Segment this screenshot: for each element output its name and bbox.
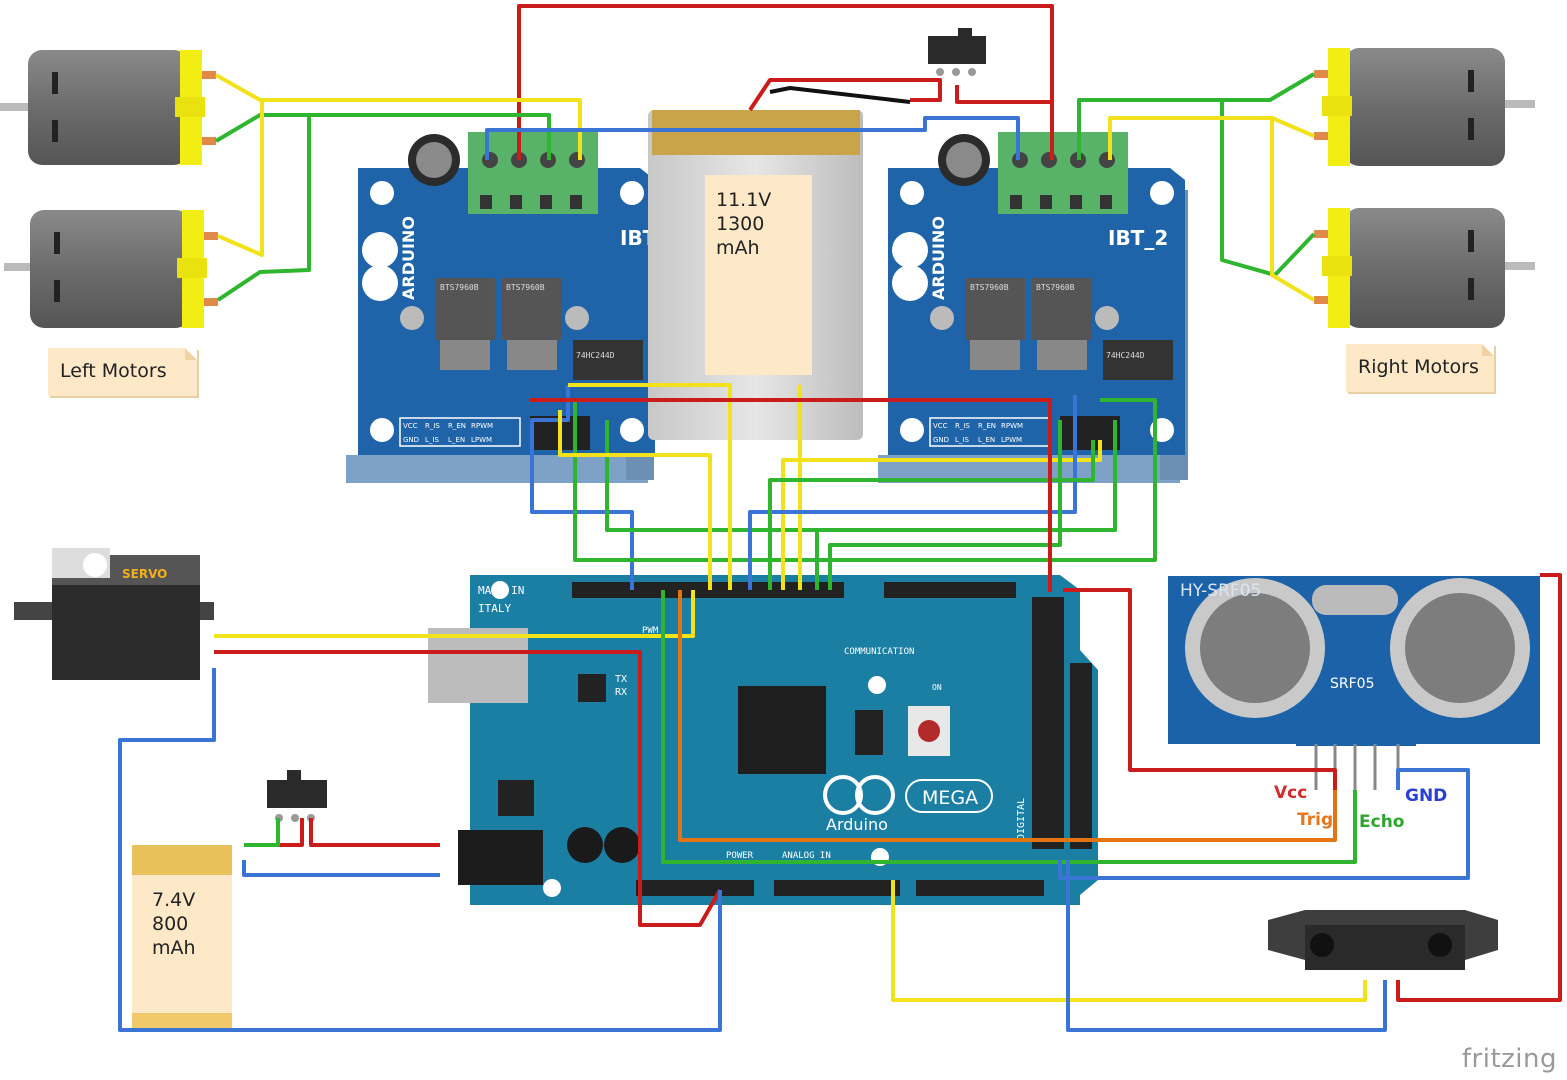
right-motor-bottom [1314,208,1535,328]
driver-right-pin-vcc: VCC [933,422,948,430]
arduino-model: MEGA [922,787,978,809]
battery-main-label: 11.1V 1300 mAh [716,188,771,260]
driver-left-chip-1: BTS7960B [440,283,479,292]
driver-right-chip-2: BTS7960B [1036,283,1075,292]
driver-right-chip-3: 74HC244D [1106,351,1145,360]
battery-small [132,845,232,1028]
fritzing-watermark: fritzing [1461,1044,1557,1074]
arduino-pwm: PWM [642,626,659,636]
battery-small-volts: 7.4V [152,889,196,911]
battery-small-label: 7.4V 800 mAh [152,888,196,960]
pin-label-vcc: Vcc [1274,783,1308,803]
switch-servo [267,770,327,822]
driver-left-pin-lis: L_IS [425,436,439,444]
driver-right-pin-ren: R_EN [978,422,996,430]
motor-driver-left: IBT_2 ARDUINO BTS7960B BTS7960B 74HC244D… [346,132,680,483]
driver-right-pin-gnd: GND [933,436,949,444]
left-motors-note: Left Motors [48,348,197,396]
battery-small-capacity-value: 800 [152,913,189,935]
left-motors-label: Left Motors [60,360,167,382]
driver-right-pin-lpwm: LPWM [1001,436,1022,444]
driver-left-pin-lpwm: LPWM [471,436,492,444]
arduino-on: ON [932,683,942,692]
pin-label-gnd: GND [1405,786,1448,806]
driver-left-pin-rpwm: RPWM [471,422,493,430]
right-motor-top [1314,48,1535,166]
driver-right-pin-lis: L_IS [955,436,969,444]
battery-main-capacity-value: 1300 [716,213,765,235]
driver-left-pin-ren: R_EN [448,422,466,430]
servo: SERVO [14,548,214,680]
driver-left-pin-gnd: GND [403,436,419,444]
driver-left-pin-ris: R_IS [425,422,440,430]
wires [118,4,1562,1032]
battery-main-volts: 11.1V [716,189,772,211]
arduino-digital: DIGITAL [1016,798,1027,840]
left-motor-bottom [4,210,218,328]
driver-left-pin-len: L_EN [448,436,465,444]
driver-left-chip-2: BTS7960B [506,283,545,292]
right-motors-label: Right Motors [1358,356,1479,378]
pin-label-trig: Trig [1297,810,1334,830]
arduino-power: POWER [726,851,754,861]
driver-right-pin-ris: R_IS [955,422,970,430]
driver-right-pin-len: L_EN [978,436,995,444]
arduino-communication: COMMUNICATION [844,647,914,657]
motor-driver-right: IBT_2 ARDUINO BTS7960B BTS7960B 74HC244D… [878,132,1188,483]
driver-right-name: IBT_2 [1108,226,1168,250]
left-motor-top [0,50,216,165]
sonar-name: HY-SRF05 [1180,581,1261,601]
driver-right-brand: ARDUINO [929,216,948,300]
ir-distance-sensor [1268,910,1498,970]
battery-main [648,110,863,440]
pin-label-echo: Echo [1359,812,1405,832]
ultrasonic-sensor: HY-SRF05 SRF05 [1168,576,1540,790]
sonar-model: SRF05 [1330,676,1374,692]
battery-main-capacity-unit: mAh [716,237,760,259]
arduino-analog-in: ANALOG IN [782,851,831,861]
battery-small-capacity-unit: mAh [152,937,196,959]
arduino-mega: MEGA Arduino MADE IN ITALY PWM COMMUNICA… [428,575,1098,905]
driver-left-chip-3: 74HC244D [576,351,615,360]
arduino-rx: RX [615,687,627,698]
driver-right-chip-1: BTS7960B [970,283,1009,292]
driver-left-pin-vcc: VCC [403,422,418,430]
arduino-made-in: MADE IN [478,584,524,597]
driver-right-pin-rpwm: RPWM [1001,422,1023,430]
arduino-italy: ITALY [478,602,511,615]
arduino-brand: Arduino [826,815,888,834]
driver-left-brand: ARDUINO [399,216,418,300]
switch-main [928,28,986,76]
servo-label: SERVO [122,567,167,581]
arduino-tx: TX [615,674,627,685]
right-motors-note: Right Motors [1346,344,1494,392]
